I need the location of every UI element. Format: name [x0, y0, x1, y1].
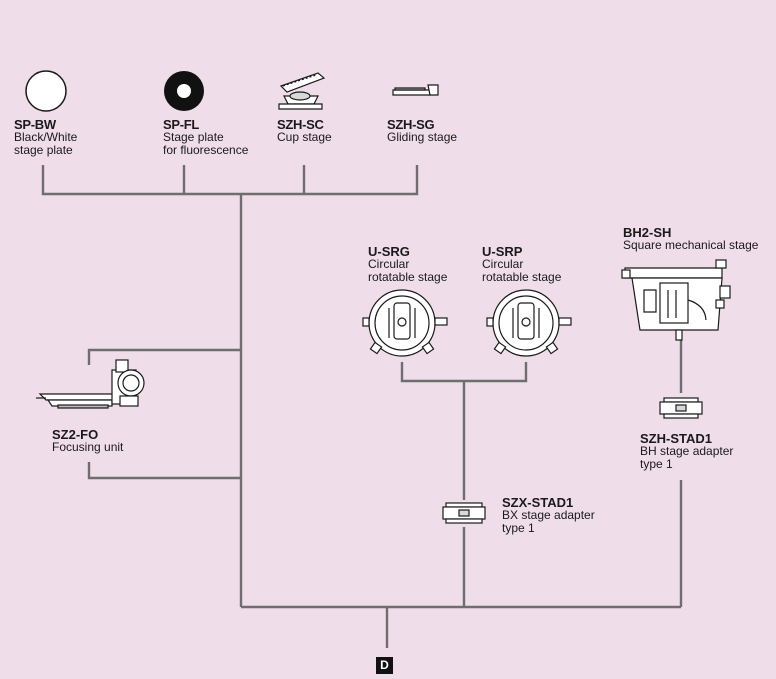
connector-lines: [41, 165, 683, 648]
bh2-sh-label: BH2-SH Square mechanical stage: [623, 226, 758, 252]
sp-fl-desc-line2: for fluorescence: [163, 143, 249, 157]
szh-stad1-desc-line1: BH stage adapter: [640, 444, 734, 458]
white-stage-plate-icon: [25, 70, 67, 112]
circular-stage-srp-icon: [486, 289, 572, 357]
u-srp-label: U-SRP Circular rotatable stage: [482, 245, 561, 284]
bx-stage-adapter-icon: [442, 502, 486, 524]
szx-stad1-desc-line1: BX stage adapter: [502, 508, 595, 522]
bh2-sh-desc: Square mechanical stage: [623, 238, 759, 252]
u-srp-code: U-SRP: [482, 244, 523, 259]
szh-stad1-label: SZH-STAD1 BH stage adapter type 1: [640, 432, 733, 471]
section-d-marker: D: [376, 657, 393, 674]
u-srg-label: U-SRG Circular rotatable stage: [368, 245, 447, 284]
szx-stad1-label: SZX-STAD1 BX stage adapter type 1: [502, 496, 595, 535]
szh-stad1-desc-line2: type 1: [640, 457, 673, 471]
u-srg-desc-line2: rotatable stage: [368, 270, 448, 284]
u-srp-desc-line2: rotatable stage: [482, 270, 562, 284]
u-srp-desc-line1: Circular: [482, 257, 524, 271]
sp-bw-desc-line2: stage plate: [14, 143, 73, 157]
gliding-stage-icon: [392, 84, 439, 96]
szh-sc-code: SZH-SC: [277, 117, 324, 132]
szh-sc-label: SZH-SC Cup stage: [277, 118, 332, 144]
cup-stage-icon: [278, 72, 326, 110]
focusing-unit-icon: [36, 359, 145, 409]
sz2-fo-label: SZ2-FO Focusing unit: [52, 428, 123, 454]
square-mechanical-stage-icon: [621, 259, 731, 341]
sz2-fo-desc: Focusing unit: [52, 440, 124, 454]
bh2-sh-code: BH2-SH: [623, 225, 672, 240]
sp-bw-desc-line1: Black/White: [14, 130, 78, 144]
szx-stad1-code: SZX-STAD1: [502, 495, 574, 510]
bh-stage-adapter-icon: [659, 397, 703, 419]
sz2-fo-code: SZ2-FO: [52, 427, 99, 442]
szh-sg-desc: Gliding stage: [387, 130, 458, 144]
szh-sg-code: SZH-SG: [387, 117, 435, 132]
sp-bw-code: SP-BW: [14, 117, 56, 132]
szx-stad1-desc-line2: type 1: [502, 521, 535, 535]
szh-stad1-code: SZH-STAD1: [640, 431, 712, 446]
sp-fl-label: SP-FL Stage plate for fluorescence: [163, 118, 248, 157]
circular-stage-srg-icon: [362, 289, 448, 357]
u-srg-code: U-SRG: [368, 244, 410, 259]
szh-sc-desc: Cup stage: [277, 130, 332, 144]
sp-bw-label: SP-BW Black/White stage plate: [14, 118, 77, 157]
u-srg-desc-line1: Circular: [368, 257, 410, 271]
sp-fl-desc-line1: Stage plate: [163, 130, 224, 144]
sp-fl-code: SP-FL: [163, 117, 200, 132]
szh-sg-label: SZH-SG Gliding stage: [387, 118, 457, 144]
